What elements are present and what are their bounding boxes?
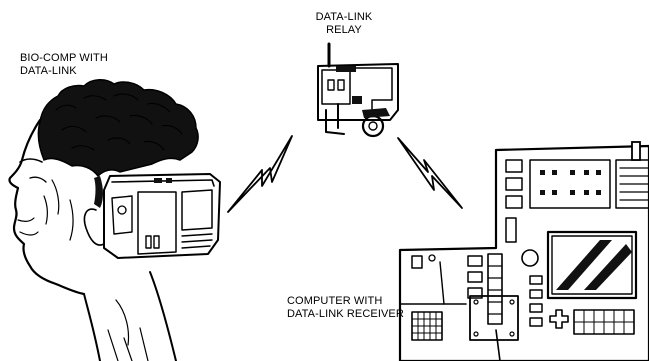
biocomp-label-line2: DATA-LINK: [20, 65, 77, 77]
lightning-bolt-left: [227, 135, 293, 213]
biocomp-label-line1: BIO-COMP WITH: [20, 52, 108, 64]
relay-device: [317, 42, 399, 138]
lightning-bolt-right: [397, 137, 463, 209]
biocomp-label: BIO-COMP WITH DATA-LINK: [20, 52, 108, 78]
relay-label-line1: DATA-LINK: [315, 11, 373, 23]
head-with-biocomp: [8, 79, 221, 361]
computer-label: COMPUTER WITH DATA-LINK RECEIVER: [287, 295, 404, 321]
computer-label-line2: DATA-LINK RECEIVER: [287, 308, 404, 320]
relay-label-line2: RELAY: [326, 24, 362, 36]
computer-console: [398, 141, 649, 361]
computer-label-line1: COMPUTER WITH: [287, 295, 383, 307]
relay-label: DATA-LINK RELAY: [309, 11, 379, 37]
